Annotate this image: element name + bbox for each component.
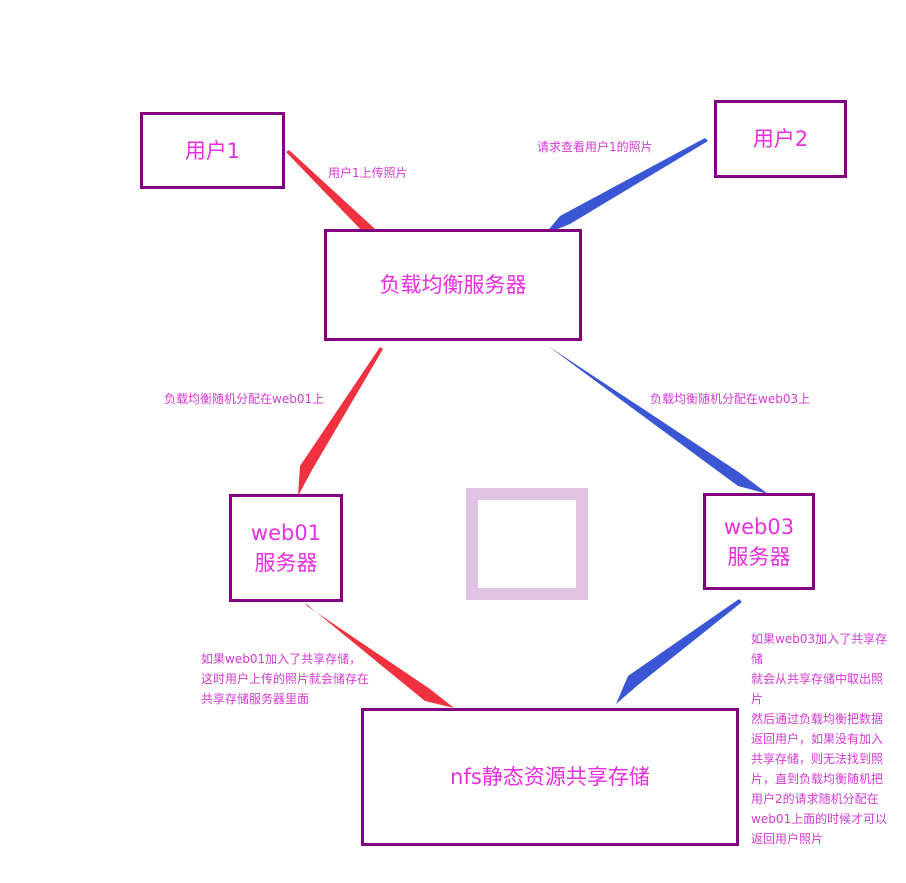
node-web03: web03 服务器	[703, 493, 815, 590]
node-web03-line1: web03	[723, 514, 795, 539]
note-web03-line: 片，直到负载均衡随机把	[751, 772, 884, 786]
note-web03-shared-storage: 如果web03加入了共享存 储 就会从共享存储中取出照 片 然后通过负载均衡把数…	[751, 629, 887, 849]
node-load-balancer-label: 负载均衡服务器	[379, 273, 527, 297]
node-web01-line2: 服务器	[254, 551, 318, 575]
node-load-balancer: 负载均衡服务器	[324, 229, 582, 341]
arrow-web01-to-nfs	[305, 603, 454, 708]
node-web01: web01 服务器	[229, 494, 343, 602]
node-web03-line2: 服务器	[727, 544, 791, 569]
note-web03-line: 储	[751, 652, 764, 666]
note-web01-shared-storage: 如果web01加入了共享存储， 这时用户上传的照片就会储存在 共享存储服务器里面	[201, 649, 369, 709]
label-user2-request: 请求查看用户1的照片	[537, 140, 653, 154]
note-web03-line: 返回用户，如果没有加入	[751, 732, 884, 746]
note-web03-line: web01上面的时候才可以	[751, 812, 888, 826]
note-web03-line: 用户2的请求随机分配在	[751, 792, 879, 806]
note-web01-line: 共享存储服务器里面	[201, 692, 310, 706]
node-web01-line1: web01	[250, 521, 322, 545]
note-web03-line: 就会从共享存储中取出照	[751, 672, 884, 686]
note-web03-line: 如果web03加入了共享存	[751, 632, 888, 646]
note-web01-line: 这时用户上传的照片就会储存在	[201, 672, 370, 686]
note-web03-line: 然后通过负载均衡把数据	[751, 712, 884, 726]
node-user1: 用户1	[140, 112, 285, 189]
label-user1-upload: 用户1上传照片	[328, 166, 408, 180]
note-web01-line: 如果web01加入了共享存储，	[201, 652, 362, 666]
node-nfs-label: nfs静态资源共享存储	[450, 765, 650, 789]
decorative-square	[466, 488, 588, 600]
note-web03-line: 片	[751, 692, 764, 706]
node-user2-label: 用户2	[752, 127, 809, 151]
arrow-user1-to-lb	[286, 150, 385, 239]
label-lb-to-web01: 负载均衡随机分配在web01上	[164, 392, 325, 406]
node-nfs: nfs静态资源共享存储	[361, 708, 739, 846]
node-user1-label: 用户1	[184, 138, 241, 163]
arrow-user2-to-lb	[545, 138, 708, 234]
note-web03-line: 共享存储，则无法找到照	[751, 752, 884, 766]
node-user2: 用户2	[714, 100, 847, 178]
arrow-web03-to-nfs	[616, 599, 742, 704]
note-web03-line: 返回用户照片	[751, 832, 824, 846]
arrow-lb-to-web03	[548, 346, 768, 494]
arrow-lb-to-web01	[298, 347, 383, 496]
label-lb-to-web03: 负载均衡随机分配在web03上	[650, 392, 811, 406]
